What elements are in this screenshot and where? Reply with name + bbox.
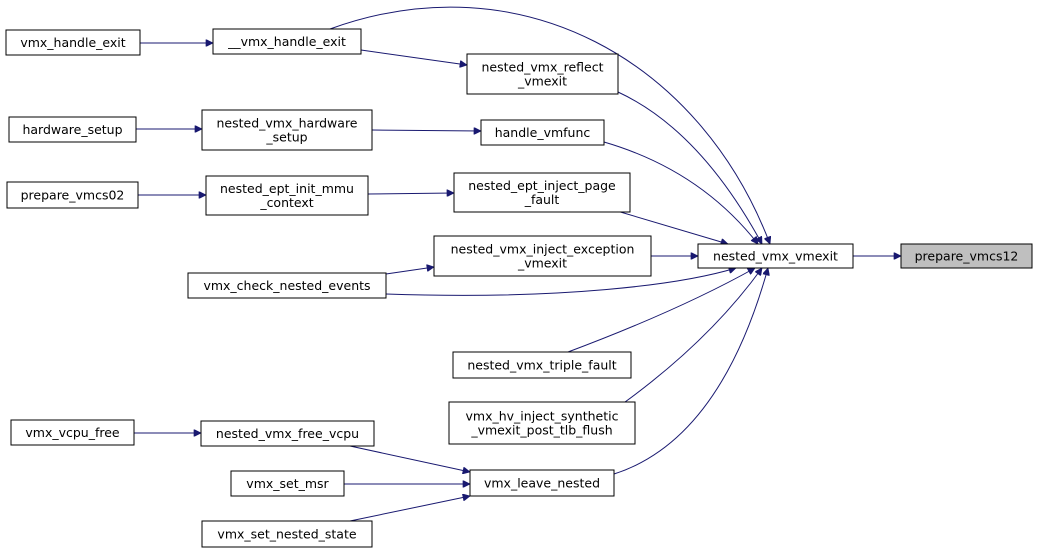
node-box [5,29,141,56]
node-vmx_set_msr[interactable]: vmx_set_msr [230,470,345,497]
edge-__vmx_handle_exit-to-nested_vmx_reflect_vmexit [360,49,467,65]
node-hardware_setup[interactable]: hardware_setup [8,116,137,143]
node-box [6,181,139,209]
node-label: _vmexit [517,74,567,89]
node-label: vmx_hv_inject_synthetic [466,409,619,424]
node-label: nested_vmx_reflect [481,60,603,75]
edges [134,6,901,522]
edge-nested_vmx_reflect_vmexit-to-nested_vmx_vmexit [617,91,763,244]
node-vmx_vcpu_free[interactable]: vmx_vcpu_free [10,419,135,446]
node-label: vmx_leave_nested [484,476,600,491]
node-vmx_leave_nested[interactable]: vmx_leave_nested [469,469,615,497]
node-box [200,420,375,447]
edge-nested_vmx_free_vcpu-to-vmx_leave_nested [349,445,470,472]
node-box [452,351,632,379]
node-label: vmx_set_nested_state [217,527,356,542]
node-label: _context [259,195,313,210]
node-vmx_check_nested_events[interactable]: vmx_check_nested_events [187,272,387,299]
node-label: handle_vmfunc [495,125,591,140]
node-box [900,243,1033,269]
node-nested_vmx_reflect_vmexit[interactable]: nested_vmx_reflect_vmexit [466,53,619,95]
node-box [10,419,135,446]
edge-handle_vmfunc-to-nested_vmx_vmexit [603,141,758,244]
node-nested_vmx_free_vcpu[interactable]: nested_vmx_free_vcpu [200,420,375,447]
node-label: _fault [524,192,560,207]
node-label: nested_ept_init_mmu [220,181,354,196]
node-box [469,469,615,497]
node-label: nested_vmx_vmexit [713,249,838,264]
node-label: __vmx_handle_exit [227,34,346,49]
node-box [448,401,636,445]
node-__vmx_handle_exit[interactable]: __vmx_handle_exit [212,28,362,55]
node-label: nested_vmx_free_vcpu [216,426,359,441]
edge-nested_vmx_triple_fault-to-nested_vmx_vmexit [567,267,755,353]
node-label: prepare_vmcs12 [915,249,1019,264]
node-box [201,520,373,548]
node-nested_vmx_vmexit[interactable]: nested_vmx_vmexit [697,243,854,269]
nodes: prepare_vmcs12 nested_vmx_vmexit __vmx_han… [5,28,1033,548]
node-label: vmx_vcpu_free [25,425,120,440]
edge-vmx_check_nested_events-to-nested_vmx_vmexit [385,268,736,296]
edge-nested_vmx_hardware_setup-to-handle_vmfunc [371,130,481,131]
node-label: vmx_set_msr [246,476,329,491]
node-box [466,53,619,95]
node-box [697,243,854,269]
node-label: prepare_vmcs02 [21,188,125,203]
node-label: nested_vmx_triple_fault [467,358,616,373]
edge-__vmx_handle_exit-to-nested_vmx_vmexit [329,6,770,244]
edge-vmx_check_nested_events-to-nested_vmx_inject_exception_vmexit [385,267,434,275]
edge-nested_ept_inject_page_fault-to-nested_vmx_vmexit [616,210,728,244]
node-nested_vmx_hardware_setup[interactable]: nested_vmx_hardware_setup [201,109,373,151]
node-nested_vmx_inject_exception_vmexit[interactable]: nested_vmx_inject_exception_vmexit [433,235,652,277]
node-box [433,235,652,277]
node-box [230,470,345,497]
node-box [453,172,631,213]
edge-vmx_hv_inject_synthetic_vmexit_post_tlb_flush-to-nested_vmx_vmexit [624,268,762,403]
node-vmx_handle_exit[interactable]: vmx_handle_exit [5,29,141,56]
node-label: hardware_setup [22,122,122,137]
node-nested_vmx_triple_fault[interactable]: nested_vmx_triple_fault [452,351,632,379]
node-box [212,28,362,55]
node-label: nested_vmx_hardware [217,116,358,131]
node-label: vmx_handle_exit [20,35,125,50]
node-vmx_hv_inject_synthetic_vmexit_post_tlb_flush[interactable]: vmx_hv_inject_synthetic_vmexit_post_tlb_… [448,401,636,445]
node-label: _setup [265,130,307,145]
node-nested_ept_inject_page_fault[interactable]: nested_ept_inject_page_fault [453,172,631,213]
node-box [480,119,605,146]
node-nested_ept_init_mmu_context[interactable]: nested_ept_init_mmu_context [205,175,369,216]
node-label: nested_vmx_inject_exception [451,242,635,257]
node-prepare_vmcs12[interactable]: prepare_vmcs12 [900,243,1033,269]
edge-vmx_leave_nested-to-nested_vmx_vmexit [613,268,768,475]
node-box [205,175,369,216]
node-box [8,116,137,143]
node-label: nested_ept_inject_page [468,178,616,193]
node-box [201,109,373,151]
node-label: _vmexit_post_tlb_flush [470,423,612,438]
edge-nested_ept_init_mmu_context-to-nested_ept_inject_page_fault [367,193,454,194]
edge-vmx_set_nested_state-to-vmx_leave_nested [349,496,470,522]
node-handle_vmfunc[interactable]: handle_vmfunc [480,119,605,146]
node-label: _vmexit [517,256,567,271]
node-label: vmx_check_nested_events [203,278,370,293]
node-prepare_vmcs02[interactable]: prepare_vmcs02 [6,181,139,209]
node-vmx_set_nested_state[interactable]: vmx_set_nested_state [201,520,373,548]
node-box [187,272,387,299]
